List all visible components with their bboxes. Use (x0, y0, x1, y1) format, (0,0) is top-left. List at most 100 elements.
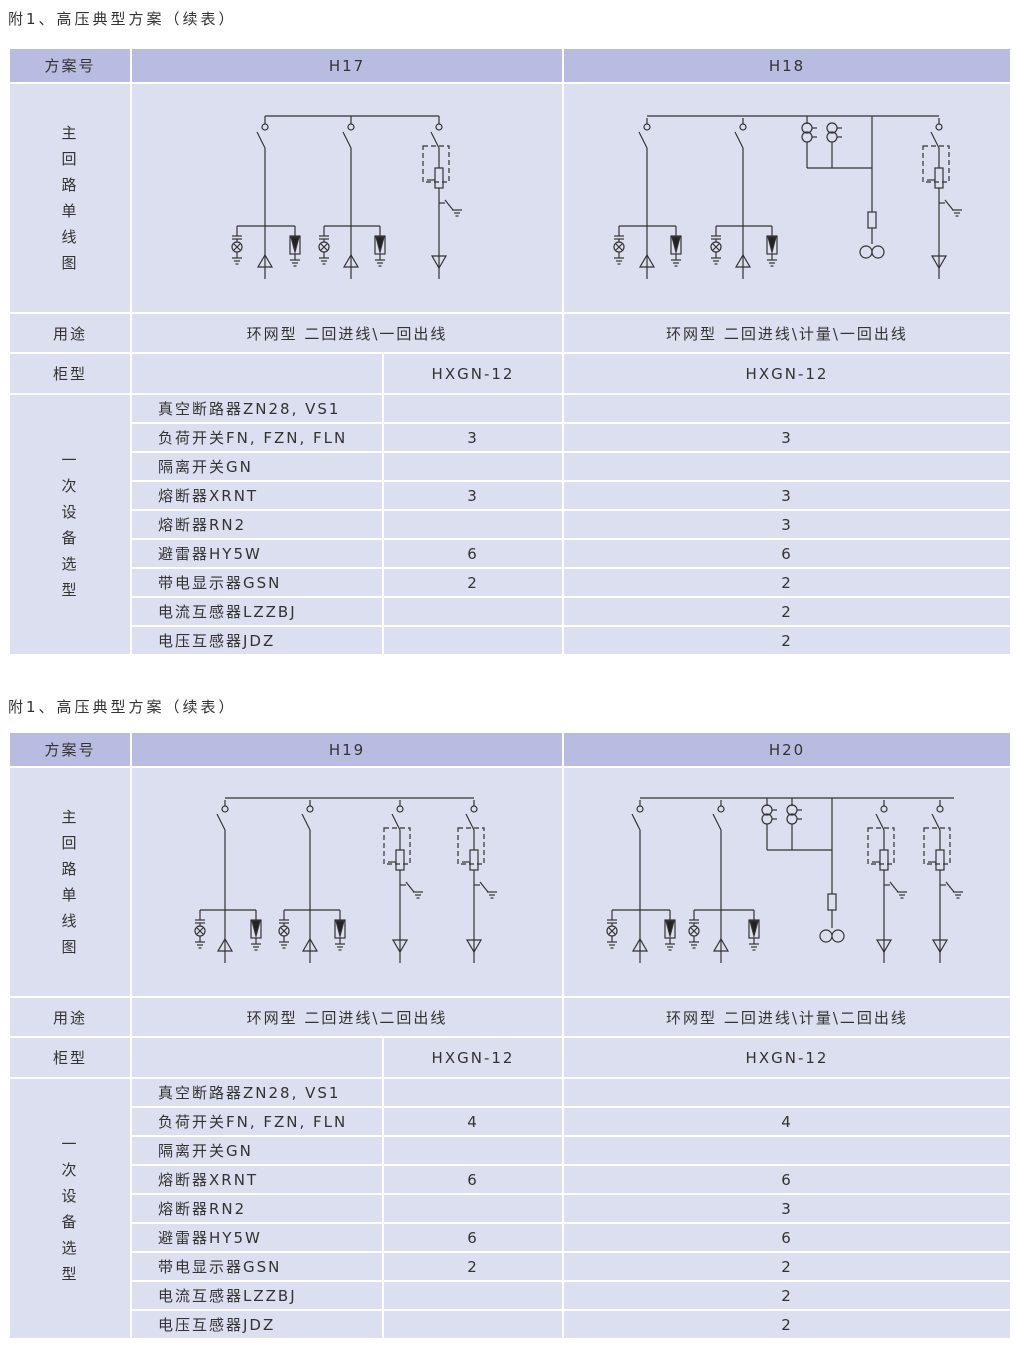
label-char: 回 (61, 150, 79, 168)
diagram-row: 主回路单线图 (8, 766, 1012, 998)
equipment-label: 一次设备选型 (8, 393, 132, 656)
quantity-a (382, 596, 564, 627)
surge-arrester-icon (251, 920, 261, 939)
single-line-diagram (130, 82, 564, 314)
fuse-icon (469, 849, 479, 871)
fuse-switch-frame (923, 827, 951, 865)
label-char: 选 (61, 1238, 79, 1257)
earth-switch-icon (405, 881, 415, 893)
equipment-row: 电压互感器JDZ 2 (9, 625, 1012, 656)
quantity-b (562, 1077, 1012, 1108)
label-char: 主 (61, 808, 79, 826)
cable-terminal-icon (631, 937, 649, 952)
quantity-a: 2 (382, 567, 564, 598)
voltage-indicator-icon (712, 243, 720, 251)
label-char: 备 (61, 1212, 79, 1231)
scheme-table: 方案号 H19 H20 主回路单线图 用途 环网型 二回进线\二回出线 环网型 … (8, 731, 1012, 1340)
quantity-a (382, 509, 564, 540)
label-char: 设 (61, 1186, 79, 1205)
quantity-b: 3 (562, 422, 1012, 453)
switch-blade-icon (712, 813, 722, 831)
usage-value: 环网型 二回进线\二回出线 (130, 996, 564, 1038)
quantity-a: 4 (382, 1106, 564, 1137)
equipment-row: 隔离开关GN (9, 1135, 1012, 1166)
usage-value: 环网型 二回进线\计量\一回出线 (562, 312, 1012, 354)
switch-contact-icon (936, 805, 944, 813)
cable-terminal-icon (712, 937, 730, 952)
earth-switch-icon (945, 881, 955, 893)
equipment-name: 电流互感器LZZBJ (130, 596, 384, 627)
cabinet-value: HXGN-12 (562, 1036, 1012, 1079)
empty-cell (130, 352, 384, 395)
equipment-name: 避雷器HY5W (130, 538, 384, 569)
switch-blade-icon (875, 813, 885, 831)
header-label: 方案号 (8, 731, 132, 768)
label-char: 一 (61, 450, 79, 469)
surge-arrester-icon (290, 236, 300, 255)
label-char: 型 (61, 1264, 79, 1283)
label-char: 回 (61, 834, 79, 852)
fuse-icon (934, 167, 944, 189)
quantity-b: 6 (562, 1164, 1012, 1195)
switch-blade-icon (256, 131, 266, 149)
quantity-a (382, 1309, 564, 1340)
cable-terminal-icon (342, 253, 360, 268)
cabinet-value: HXGN-12 (382, 352, 564, 395)
switch-blade-icon (734, 131, 744, 149)
scheme-id: H19 (130, 731, 564, 768)
earth-switch-icon (479, 881, 489, 893)
quantity-a: 3 (382, 422, 564, 453)
equipment-row: 熔断器RN2 3 (9, 509, 1012, 540)
quantity-b: 2 (562, 596, 1012, 627)
switch-contact-icon (636, 805, 644, 813)
equipment-row: 电流互感器LZZBJ 2 (9, 596, 1012, 627)
equipment-label: 一次设备选型 (8, 1077, 132, 1340)
quantity-b (562, 393, 1012, 424)
cable-terminal-icon (391, 939, 409, 954)
label-char: 路 (61, 176, 79, 194)
cabinet-value: HXGN-12 (382, 1036, 564, 1079)
switch-contact-icon (347, 123, 355, 131)
equipment-name: 电压互感器JDZ (130, 625, 384, 656)
equipment-name: 带电显示器GSN (130, 1251, 384, 1282)
surge-arrester-icon (749, 920, 759, 939)
header-row: 方案号 H19 H20 (8, 731, 1012, 768)
quantity-b: 3 (562, 509, 1012, 540)
switch-contact-icon (717, 805, 725, 813)
equipment-row: 熔断器RN2 3 (9, 1193, 1012, 1224)
diagram-svg (606, 797, 963, 963)
earth-switch-icon (889, 881, 899, 893)
diagram-label: 主回路单线图 (8, 766, 132, 998)
equipment-name: 负荷开关FN, FZN, FLN (130, 422, 384, 453)
surge-arrester-icon (767, 236, 777, 255)
quantity-b: 6 (562, 1222, 1012, 1253)
switch-contact-icon (396, 805, 404, 813)
header-row: 方案号 H17 H18 (8, 47, 1012, 84)
label-char: 次 (61, 1160, 79, 1179)
label-char: 单 (61, 202, 79, 220)
label-char: 主 (61, 124, 79, 142)
diagram-row: 主回路单线图 (8, 82, 1012, 314)
table-title: 附1、高压典型方案（续表） (8, 10, 237, 28)
switch-contact-icon (435, 123, 443, 131)
fuse-icon (395, 849, 405, 871)
diagram-label: 主回路单线图 (8, 82, 132, 314)
surge-arrester-icon (335, 920, 345, 939)
equipment-name: 电压互感器JDZ (130, 1309, 384, 1340)
switch-blade-icon (931, 813, 941, 831)
label-char: 设 (61, 502, 79, 521)
voltage-indicator-icon (615, 243, 623, 251)
cable-terminal-icon (430, 255, 448, 270)
equipment-name: 熔断器RN2 (130, 1193, 384, 1224)
table-title: 附1、高压典型方案（续表） (8, 698, 237, 716)
label-char: 线 (61, 228, 79, 246)
scheme-id: H17 (130, 47, 564, 84)
cable-terminal-icon (875, 939, 893, 954)
surge-arrester-icon (375, 236, 385, 255)
equipment-row: 熔断器XRNT 3 3 (9, 480, 1012, 511)
fuse-icon (434, 167, 444, 189)
usage-value: 环网型 二回进线\计量\二回出线 (562, 996, 1012, 1038)
quantity-a: 6 (382, 538, 564, 569)
switch-contact-icon (470, 805, 478, 813)
switch-contact-icon (643, 123, 651, 131)
